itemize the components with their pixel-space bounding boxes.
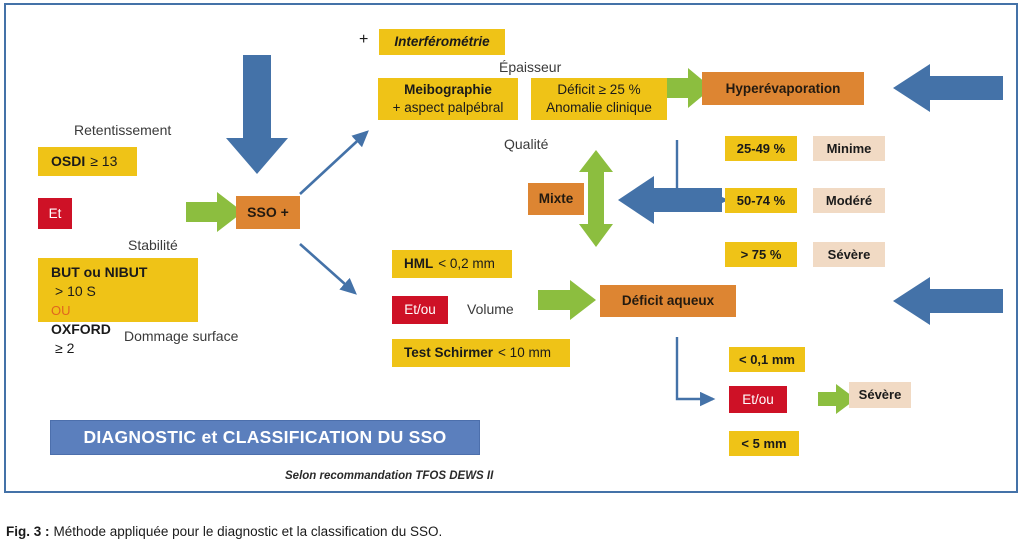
node-deficit-aqueux: Déficit aqueux xyxy=(600,285,736,317)
plus-sign-interferometrie: + xyxy=(359,31,369,48)
node-aqueous-grade: Sévère xyxy=(849,382,911,408)
label-retentissement: Retentissement xyxy=(74,122,172,138)
node-test-schirmer: Test Schirmer < 10 mm xyxy=(392,339,570,367)
banner-credit: Selon recommandation TFOS DEWS II xyxy=(285,470,494,482)
node-osdi: OSDI ≥ 13 xyxy=(38,147,137,176)
label-qualite: Qualité xyxy=(504,136,549,152)
oxford-line: OXFORD≥ 2 xyxy=(51,320,111,356)
node-meibographie: Meibographie + aspect palpébral xyxy=(378,78,518,120)
hml-strong: HML xyxy=(404,256,434,272)
caption-label: Fig. 3 : xyxy=(6,524,50,539)
node-but-oxford: BUT ou NIBUT> 10 S OU OXFORD≥ 2 xyxy=(38,258,198,356)
node-et-connector: Et xyxy=(38,198,72,229)
meibographie-sub: + aspect palpébral xyxy=(392,100,504,115)
node-aqueous-upper-range: < 0,1 mm xyxy=(729,347,805,372)
deficit-line-1: Déficit ≥ 25 % xyxy=(557,82,641,98)
node-deficit-25: Déficit ≥ 25 % Anomalie clinique xyxy=(531,78,667,120)
node-interferometrie: Interférométrie xyxy=(379,29,505,55)
node-range-0: 25-49 % xyxy=(725,136,797,161)
label-volume: Volume xyxy=(467,301,514,317)
deficit-line-2: Anomalie clinique xyxy=(546,100,652,115)
node-range-2: > 75 % xyxy=(725,242,797,267)
node-range-1: 50-74 % xyxy=(725,188,797,213)
osdi-strong: OSDI xyxy=(51,153,86,170)
schirmer-value: < 10 mm xyxy=(498,345,551,361)
caption-text: Méthode appliquée pour le diagnostic et … xyxy=(53,524,443,539)
node-sso-positive: SSO + xyxy=(236,196,300,229)
node-grade-1: Modéré xyxy=(813,188,885,213)
node-aqueous-lower-range: < 5 mm xyxy=(729,431,799,456)
meibographie-strong: Meibographie xyxy=(404,82,492,98)
node-etou-connector-aqueous: Et/ou xyxy=(729,386,787,413)
hml-value: < 0,2 mm xyxy=(438,256,495,272)
label-stabilite: Stabilité xyxy=(128,237,178,253)
node-hml: HML < 0,2 mm xyxy=(392,250,512,278)
node-hyperevaporation: Hyperévaporation xyxy=(702,72,864,105)
ou-separator: OU xyxy=(51,302,71,318)
node-etou-connector-volume: Et/ou xyxy=(392,296,448,324)
banner-title: DIAGNOSTIC et CLASSIFICATION DU SSO xyxy=(50,420,480,455)
node-mixte: Mixte xyxy=(528,183,584,215)
figure-caption: Fig. 3 :Méthode appliquée pour le diagno… xyxy=(6,524,442,539)
label-epaisseur: Épaisseur xyxy=(499,59,562,75)
node-grade-2: Sévère xyxy=(813,242,885,267)
schirmer-strong: Test Schirmer xyxy=(404,345,494,361)
osdi-value: ≥ 13 xyxy=(90,153,118,170)
but-line: BUT ou NIBUT> 10 S xyxy=(51,264,148,300)
label-dommage-surface: Dommage surface xyxy=(124,328,239,344)
node-grade-0: Minime xyxy=(813,136,885,161)
